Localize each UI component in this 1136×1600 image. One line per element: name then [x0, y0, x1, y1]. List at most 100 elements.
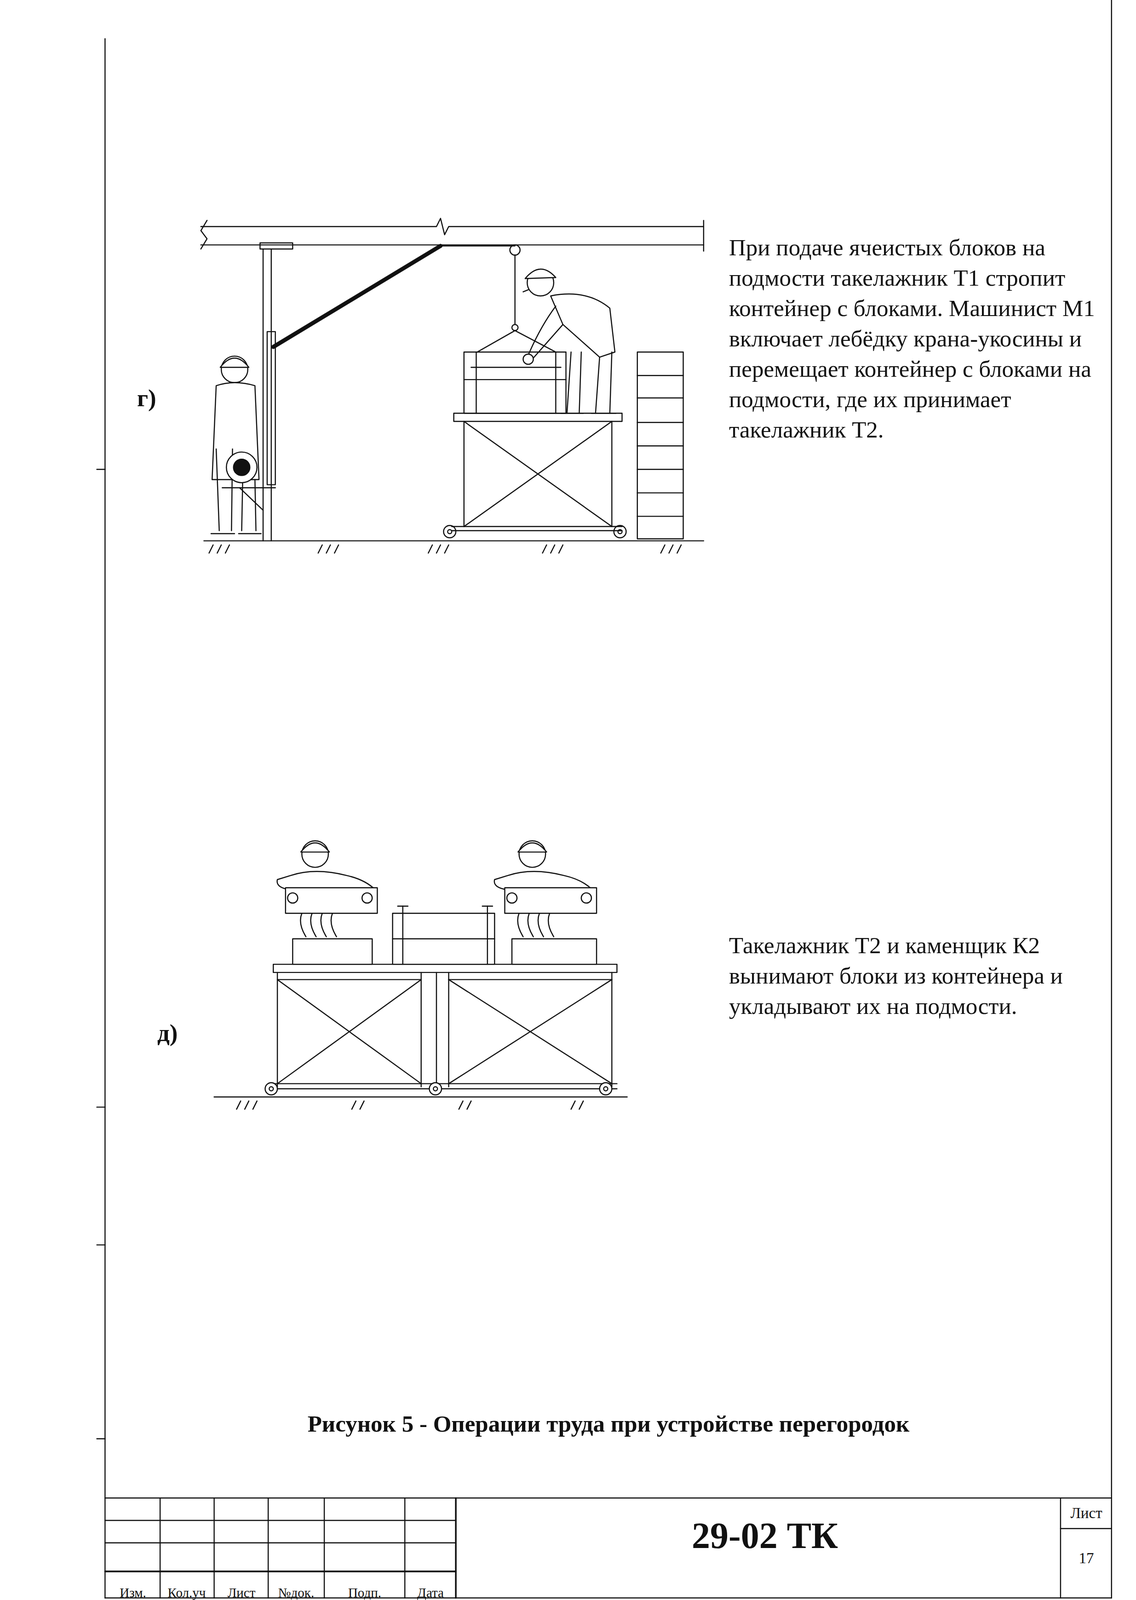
title-block-cell: Дата: [417, 1584, 444, 1600]
drawing-stroke: [262, 248, 264, 541]
drawing-stroke: [402, 906, 404, 964]
drawing-stroke: [511, 324, 518, 331]
drawing-stroke: [361, 892, 373, 903]
drawing-stroke: [511, 938, 597, 964]
title-block-cell: Изм.: [119, 1584, 147, 1600]
drawing-stroke: [517, 912, 554, 937]
drawing-stroke: [200, 218, 704, 235]
drawing-stroke: [637, 351, 684, 539]
drawing-stroke: [618, 529, 623, 534]
drawing-stroke: [287, 892, 298, 903]
drawing-stroke: [453, 413, 623, 422]
drawing-stroke: [276, 972, 278, 1087]
drawing-stroke: [525, 269, 557, 279]
drawing-stroke: [637, 421, 684, 423]
drawing-stroke: [440, 245, 516, 247]
drawing-stroke: [475, 351, 477, 414]
figure-crane-lift: [200, 218, 704, 554]
drawing-stroke: [285, 887, 378, 913]
drawing-stroke: [567, 351, 613, 414]
drawing-stroke: [637, 397, 684, 399]
drawing-stroke: [470, 366, 561, 368]
drawing-stroke: [517, 842, 547, 852]
drawing-stroke: [226, 452, 258, 483]
figure-letter: д): [157, 1018, 178, 1047]
drawing-stroke: [637, 515, 684, 517]
drawing-stroke: [637, 492, 684, 494]
title-block: [104, 1497, 1112, 1598]
figure-letter: г): [137, 384, 157, 413]
step-description: При подаче ячеистых блоков на подмости т…: [728, 232, 1116, 445]
title-block-cell: №док.: [278, 1584, 315, 1600]
drawing-stroke: [259, 242, 293, 249]
drawing-stroke: [443, 525, 456, 538]
drawing-stroke: [264, 1082, 278, 1095]
drawing-stroke: [392, 937, 495, 939]
drawing-stroke: [464, 351, 567, 414]
drawing-stroke: [104, 38, 106, 1598]
drawing-stroke: [447, 972, 449, 1087]
drawing-stroke: [277, 871, 376, 890]
drawing-stroke: [104, 1519, 456, 1521]
sheet-label: Лист: [1070, 1504, 1102, 1522]
drawing-stroke: [448, 979, 613, 1084]
drawing-stroke: [494, 871, 593, 890]
drawing-stroke: [599, 1082, 613, 1095]
drawing-stroke: [555, 351, 557, 414]
drawing-stroke: [104, 1596, 1112, 1598]
drawing-stroke: [637, 445, 684, 447]
drawing-stroke: [514, 255, 516, 325]
figure-unloading-blocks: [214, 840, 628, 1109]
drawing-stroke: [273, 963, 617, 973]
drawing-stroke: [1060, 1497, 1062, 1598]
drawing-stroke: [611, 972, 613, 1087]
drawing-stroke: [550, 293, 615, 357]
drawing-stroke: [447, 529, 452, 534]
drawing-stroke: [104, 1542, 456, 1544]
drawing-stroke: [613, 525, 627, 538]
drawing-stroke: [277, 979, 422, 1084]
drawing-stroke: [159, 1497, 161, 1598]
drawing-stroke: [1111, 0, 1113, 1598]
drawing-stroke: [97, 1244, 106, 1246]
drawing-stroke: [273, 246, 441, 348]
drawing-stroke: [504, 887, 597, 913]
drawing-stroke: [222, 487, 276, 488]
figure-caption: Рисунок 5 - Операции труда при устройств…: [307, 1410, 910, 1438]
drawing-stroke: [392, 912, 495, 964]
drawing-stroke: [300, 912, 337, 937]
drawing-stroke: [515, 330, 557, 353]
drawing-stroke: [214, 1095, 628, 1097]
drawing-stroke: [448, 978, 613, 980]
drawing-stroke: [482, 905, 493, 907]
drawing-stroke: [269, 1086, 274, 1091]
drawing-stroke: [404, 1497, 406, 1598]
drawing-stroke: [203, 539, 704, 541]
title-block-cell: Лист: [227, 1584, 256, 1600]
drawing-stroke: [277, 978, 422, 980]
sheet-number: 17: [1078, 1549, 1095, 1567]
drawing-stroke: [433, 1086, 438, 1091]
drawing-stroke: [454, 1497, 457, 1598]
drawing-stroke: [267, 1497, 269, 1598]
drawing-stroke: [1060, 1527, 1112, 1529]
drawing-stroke: [211, 533, 262, 534]
drawing-stroke: [300, 842, 330, 852]
drawing-stroke: [97, 468, 106, 470]
drawing-stroke: [522, 289, 528, 292]
drawing-stroke: [611, 421, 613, 527]
drawing-stroke: [510, 244, 521, 255]
drawing-stroke: [464, 421, 612, 527]
step-description: Такелажник Т2 и каменщик К2 вынимают бло…: [728, 929, 1084, 1022]
drawing-stroke: [97, 1106, 106, 1108]
drawing-stroke: [323, 1497, 325, 1598]
drawing-stroke: [464, 378, 567, 380]
drawing-stroke: [97, 1437, 106, 1439]
drawing-stroke: [560, 412, 616, 414]
drawing-stroke: [420, 972, 422, 1087]
title-block-cell: Кол.уч: [167, 1584, 207, 1600]
drawing-stroke: [239, 487, 264, 511]
drawing-stroke: [200, 244, 704, 246]
drawing-stroke: [209, 544, 682, 553]
